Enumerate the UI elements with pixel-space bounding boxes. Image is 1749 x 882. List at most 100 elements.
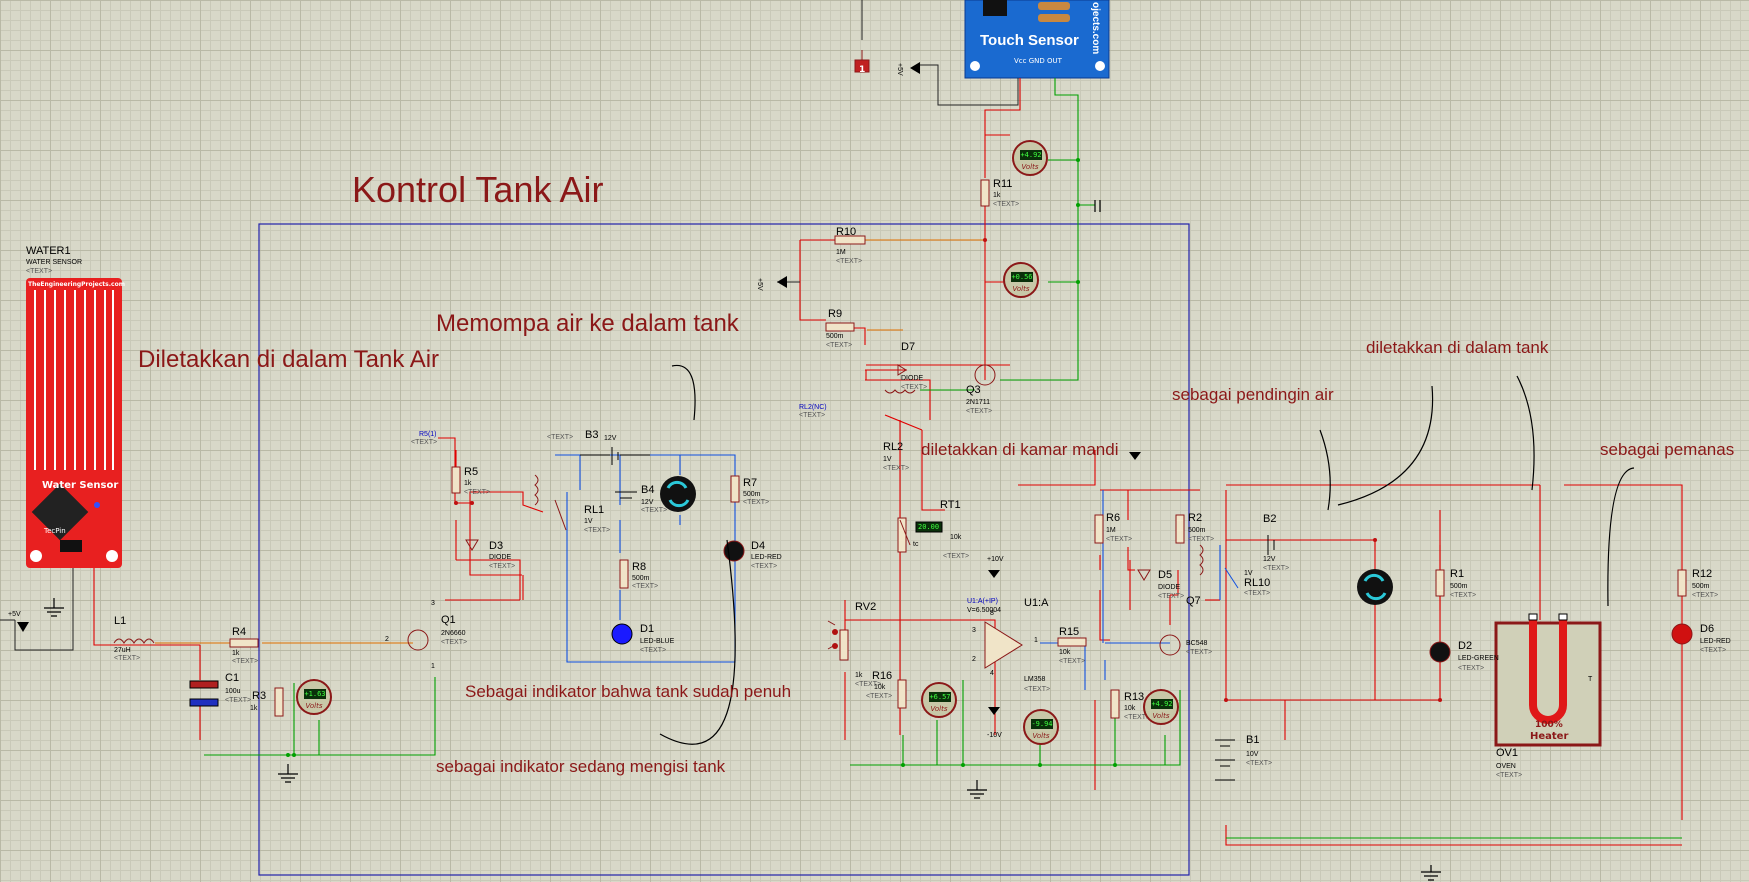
capacitor-c1 bbox=[189, 680, 219, 689]
switch-number: 1 bbox=[859, 65, 866, 75]
b2-val: 12V bbox=[1263, 556, 1276, 563]
voltmeter-4[interactable]: +6.57 Volts bbox=[921, 682, 957, 718]
r11-text: <TEXT> bbox=[993, 201, 1020, 208]
annotation-pointers bbox=[659, 364, 1635, 745]
u1-vneg: -10V bbox=[987, 732, 1002, 739]
switch-icon[interactable] bbox=[854, 50, 870, 73]
sheet-frame bbox=[258, 223, 1190, 876]
q7-val: BC548 bbox=[1186, 640, 1208, 647]
r3-ref: R3 bbox=[252, 690, 267, 702]
voltmeter-2-value: +0.56 bbox=[1011, 272, 1033, 282]
r13-val: 10k bbox=[1124, 705, 1136, 712]
q1-pin1: 1 bbox=[431, 663, 435, 670]
water1-ref: WATER1 bbox=[26, 245, 71, 257]
transistor-q7[interactable] bbox=[1159, 634, 1181, 656]
heater-name: Heater bbox=[1530, 731, 1569, 742]
u1-vpos: +10V bbox=[987, 556, 1004, 563]
d6-val: LED-RED bbox=[1700, 638, 1731, 645]
thermistor-rt1 bbox=[899, 519, 911, 546]
transistor-q3[interactable] bbox=[974, 364, 996, 386]
q7-text: <TEXT> bbox=[1186, 649, 1213, 656]
resistors bbox=[229, 179, 1687, 719]
voltmeter-3[interactable]: +1.63 Volts bbox=[296, 679, 332, 715]
filling-indicator-label: sebagai indikator sedang mengisi tank bbox=[436, 757, 726, 776]
r5-probe[interactable]: R5(1) bbox=[419, 431, 437, 438]
d4-val: LED-RED bbox=[751, 554, 782, 561]
r16-ref: R16 bbox=[872, 670, 893, 682]
placed-in-tank2-label: diletakkan di dalam tank bbox=[1366, 338, 1549, 357]
rl10-text: <TEXT> bbox=[1244, 590, 1271, 597]
r10-text: <TEXT> bbox=[836, 258, 863, 265]
rl2-probe-text: <TEXT> bbox=[799, 412, 826, 419]
relay-coil-rl10 bbox=[1199, 544, 1204, 576]
voltmeter-2-unit: Volts bbox=[1012, 285, 1030, 293]
water-sensor-board[interactable] bbox=[26, 278, 122, 568]
r4-text: <TEXT> bbox=[232, 658, 259, 665]
oven-heater-ov1[interactable] bbox=[1494, 613, 1602, 747]
placed-in-tank-label: Diletakkan di dalam Tank Air bbox=[138, 346, 440, 373]
op-amp-lm358[interactable] bbox=[984, 621, 1023, 669]
b3-text: <TEXT> bbox=[547, 434, 574, 441]
ov1-val: OVEN bbox=[1496, 763, 1516, 770]
d6-text: <TEXT> bbox=[1700, 647, 1727, 654]
rv2-val: 1k bbox=[855, 672, 863, 679]
voltmeter-5[interactable]: -9.94 Volts bbox=[1023, 709, 1059, 745]
rl1-text: <TEXT> bbox=[584, 527, 611, 534]
b1-val: 10V bbox=[1246, 751, 1259, 758]
voltmeter-5-unit: Volts bbox=[1032, 732, 1050, 740]
voltmeter-1-value: +4.92 bbox=[1020, 150, 1042, 160]
heater-pin: T bbox=[1588, 676, 1593, 683]
u1-val: LM358 bbox=[1024, 676, 1046, 683]
relay-switch-rl10 bbox=[1224, 567, 1239, 589]
b1-ref: B1 bbox=[1246, 734, 1260, 746]
d4-ref: D4 bbox=[751, 540, 766, 552]
d3-val: DIODE bbox=[489, 554, 512, 561]
voltmeter-6[interactable]: +4.92 Volts bbox=[1143, 689, 1179, 725]
water-logo: TecPin bbox=[44, 527, 66, 535]
r12-ref: R12 bbox=[1692, 568, 1713, 580]
b3-val: 12V bbox=[604, 435, 617, 442]
r8-text: <TEXT> bbox=[632, 583, 659, 590]
led-blue-d1 bbox=[611, 623, 633, 645]
relay-coil-rl1 bbox=[534, 474, 539, 506]
c1-text: <TEXT> bbox=[225, 697, 252, 704]
water-brand: TheEngineeringProjects.com bbox=[28, 281, 125, 288]
heater-percent: 100% bbox=[1535, 720, 1563, 730]
mosfet-q1[interactable] bbox=[407, 629, 429, 651]
touch-sensor-module[interactable] bbox=[964, 0, 1110, 79]
q1-text: <TEXT> bbox=[441, 639, 468, 646]
q3-val: 2N1711 bbox=[966, 399, 991, 406]
u1-probe[interactable]: U1:A(+IP) bbox=[967, 598, 998, 605]
voltmeter-2[interactable]: +0.56 Volts bbox=[1003, 262, 1039, 298]
d1-val: LED-BLUE bbox=[640, 638, 675, 645]
r5-val: 1k bbox=[464, 480, 472, 487]
r12-text: <TEXT> bbox=[1692, 592, 1719, 599]
pump-motor[interactable] bbox=[660, 476, 696, 512]
diode-d3 bbox=[465, 539, 479, 551]
voltmeter-5-value: -9.94 bbox=[1031, 719, 1053, 729]
rl2-text: <TEXT> bbox=[883, 465, 910, 472]
rt1-text: <TEXT> bbox=[943, 553, 970, 560]
b4-ref: B4 bbox=[641, 484, 655, 496]
d1-ref: D1 bbox=[640, 623, 655, 635]
voltmeter-1[interactable]: +4.92 Volts bbox=[1012, 140, 1048, 176]
cooler-motor[interactable] bbox=[1357, 569, 1393, 605]
r4-ref: R4 bbox=[232, 626, 247, 638]
u1-probe-value: V=6.50004 bbox=[967, 607, 1002, 614]
rt1-ref: RT1 bbox=[940, 499, 961, 511]
q1-ref: Q1 bbox=[441, 614, 456, 626]
r12-val: 500m bbox=[1692, 583, 1710, 590]
b2-ref: B2 bbox=[1263, 513, 1277, 525]
voltmeter-4-unit: Volts bbox=[930, 705, 948, 713]
r5-ref: R5 bbox=[464, 466, 479, 478]
r10-val: 1M bbox=[836, 249, 846, 256]
d7-text: <TEXT> bbox=[901, 384, 928, 391]
b1-text: <TEXT> bbox=[1246, 760, 1273, 767]
rl2-probe[interactable]: RL2(NC) bbox=[799, 404, 827, 411]
water-sensor-name: Water Sensor bbox=[42, 480, 119, 491]
r5-text: <TEXT> bbox=[464, 489, 491, 496]
touch-sensor-label: Touch Sensor bbox=[980, 32, 1079, 49]
rl10-ref: RL10 bbox=[1244, 577, 1271, 589]
r13-text: <TEXT> bbox=[1124, 714, 1151, 721]
